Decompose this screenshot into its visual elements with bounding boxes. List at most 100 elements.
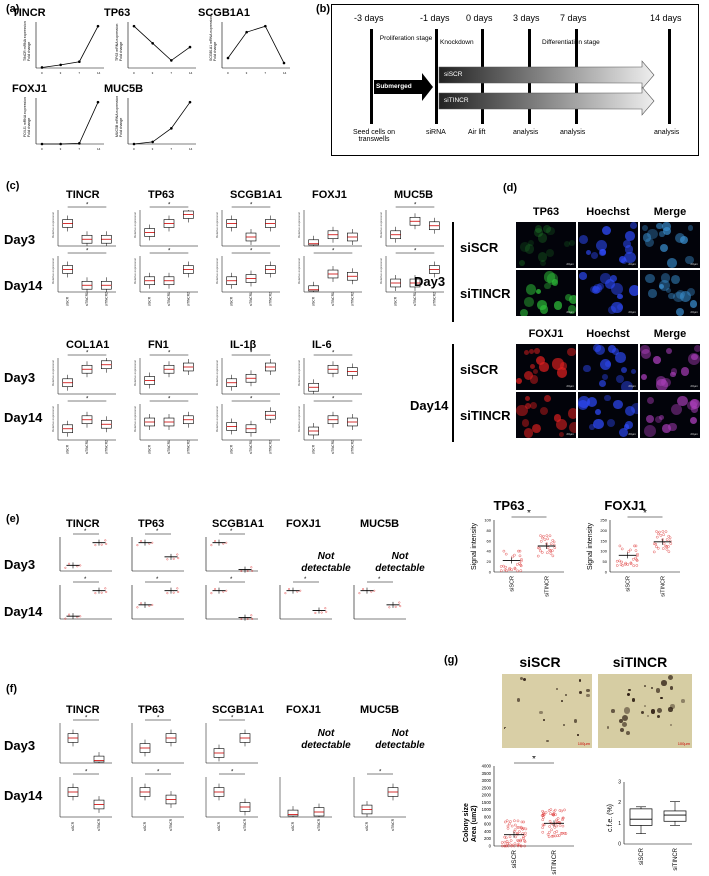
d-quant-tp63-title: TP63	[493, 498, 525, 513]
dq-ylabel-0: Signal intensity	[471, 522, 478, 570]
dq-0-pt-0-23	[508, 568, 511, 571]
g-colony-pt-1-6	[542, 816, 545, 819]
d-header-merge: Merge	[653, 206, 687, 218]
e-4-pt-1-2	[177, 590, 180, 593]
g-colony-pt-1-13	[540, 814, 544, 817]
g-scale-1: 100µm	[577, 741, 590, 746]
nucleus-blob	[565, 293, 573, 302]
d-header-tp63: TP63	[532, 206, 560, 218]
nucleus-blob	[532, 368, 538, 374]
colony-blob	[522, 677, 526, 682]
g-colony-pt-0-22	[522, 837, 525, 840]
nucleus-blob	[536, 355, 546, 366]
c-btitle-1: FN1	[148, 339, 169, 351]
g-colony-pt-1-18	[547, 809, 551, 812]
timeline-diagram	[370, 29, 671, 124]
dq-ytick-0-0: 100	[484, 518, 491, 523]
dq-1-pt-1-5	[662, 542, 666, 545]
e-5-pt-1-1	[250, 614, 253, 617]
e-3-pt-1-1	[104, 587, 107, 590]
e-0-sigstar: *	[84, 529, 87, 535]
cb-1-1-xtick-0: siSCR	[148, 444, 152, 454]
e-7-pt-0-2	[358, 592, 361, 595]
d-header-hoechst2: Hoechst	[586, 328, 630, 340]
knockdown-label: Knockdown	[440, 39, 474, 46]
dq-0-pt-1-21	[543, 538, 547, 541]
a-xtick-0-0: 0	[41, 71, 43, 75]
a-line-0	[41, 25, 99, 68]
g-colony-ytick-4: 2000	[482, 793, 492, 798]
g-sitincr-image: 100µm	[598, 674, 692, 748]
c-1-0-xtick-2: siTINCR2	[104, 292, 108, 306]
dq-1-pt-1-6	[661, 530, 665, 533]
micrograph-3-2: 20µm	[640, 392, 700, 438]
nucleus-blob	[648, 289, 657, 298]
e-0-pt-1-3	[100, 543, 103, 546]
dq-1-sigstar: *	[643, 510, 647, 519]
e-0-pt-1-1	[104, 539, 107, 542]
e-5-pt-0-0	[214, 588, 217, 591]
f-7-xtick-1: siTINCR	[391, 818, 395, 831]
c-1-1-xtick-2: siTINCR2	[186, 292, 190, 306]
e-4-sigstar: *	[156, 577, 159, 583]
e-1-pt-1-1	[176, 553, 179, 556]
day-line-m3	[370, 29, 373, 124]
dq-0-pt-1-16	[551, 539, 555, 542]
nucleus-blob	[611, 301, 623, 314]
a-ylabel-0-1: Fold change	[27, 42, 31, 61]
cb-0-3-sigstar: *	[332, 351, 335, 357]
e-5-pt-1-2	[251, 617, 254, 620]
c-title-2: SCGB1A1	[230, 190, 282, 201]
f-5-xtick-0: siSCR	[217, 821, 221, 831]
d-header-hoechst: Hoechst	[586, 206, 630, 218]
dq-1-pt-1-4	[653, 542, 656, 546]
a-point-2-2	[264, 24, 267, 28]
dq-1-pt-0-16	[633, 544, 636, 548]
g-sitincr-title: siTINCR	[612, 654, 668, 670]
nucleus-blob	[525, 283, 537, 295]
g-colony-pt-1-40	[550, 828, 553, 832]
f-title-0: TINCR	[66, 704, 100, 716]
nucleus-blob	[646, 415, 655, 424]
nucleus-blob	[535, 288, 542, 295]
dq-1-pt-1-14	[654, 542, 658, 546]
cb-1-2-sigstar: *	[250, 397, 253, 403]
g-colony-pt-0-34	[522, 835, 525, 839]
g-colony-pt-1-21	[546, 833, 550, 836]
nucleus-blob	[642, 225, 649, 232]
micrograph-0-1: 20µm	[578, 222, 638, 268]
f-6-box-0	[287, 809, 299, 817]
dq-1-pt-0-21	[624, 561, 628, 565]
dq-1-pt-0-14	[619, 563, 623, 567]
nucleus-blob	[563, 240, 571, 248]
f-6-xtick-1: siTINCR	[317, 818, 321, 831]
nucleus-blob	[591, 286, 600, 295]
dq-1-pt-0-10	[626, 563, 630, 566]
c-1-4-xtick-2: siTINCR2	[432, 292, 436, 306]
a-point-3-1	[59, 142, 62, 146]
a-xtick-2-3: 14	[283, 71, 287, 75]
nucleus-blob	[621, 381, 633, 390]
f-7-xtick-0: siSCR	[365, 821, 369, 831]
dq-1-pt-1-25	[656, 546, 660, 550]
scale-bar-label: 20µm	[690, 310, 698, 314]
cb-1-3-xtick-1: siTINCR1	[331, 440, 335, 454]
g-colony-pt-0-31	[514, 835, 518, 839]
g-colony-pt-0-10	[512, 844, 516, 848]
dq-1-pt-1-7	[655, 545, 658, 549]
nucleus-blob	[524, 244, 535, 255]
dq-0-pt-0-8	[499, 565, 503, 568]
dq-0-pt-1-0	[551, 549, 554, 553]
scale-bar-label: 20µm	[566, 262, 574, 266]
dq-1-pt-0-9	[618, 544, 622, 548]
cb-1-3-xtick-0: siSCR	[312, 444, 316, 454]
g-colony-pt-0-39	[518, 830, 521, 833]
nucleus-blob	[675, 289, 685, 299]
seed-label: Seed cells on transwells	[352, 129, 396, 143]
nucleus-blob	[660, 243, 669, 252]
a-ylabel-1-0: TP63 mRNA expression	[115, 24, 119, 61]
colony-blob	[546, 739, 549, 743]
cb-1-0-sigstar: *	[86, 397, 89, 403]
g-colony-pt-1-25	[563, 808, 566, 812]
